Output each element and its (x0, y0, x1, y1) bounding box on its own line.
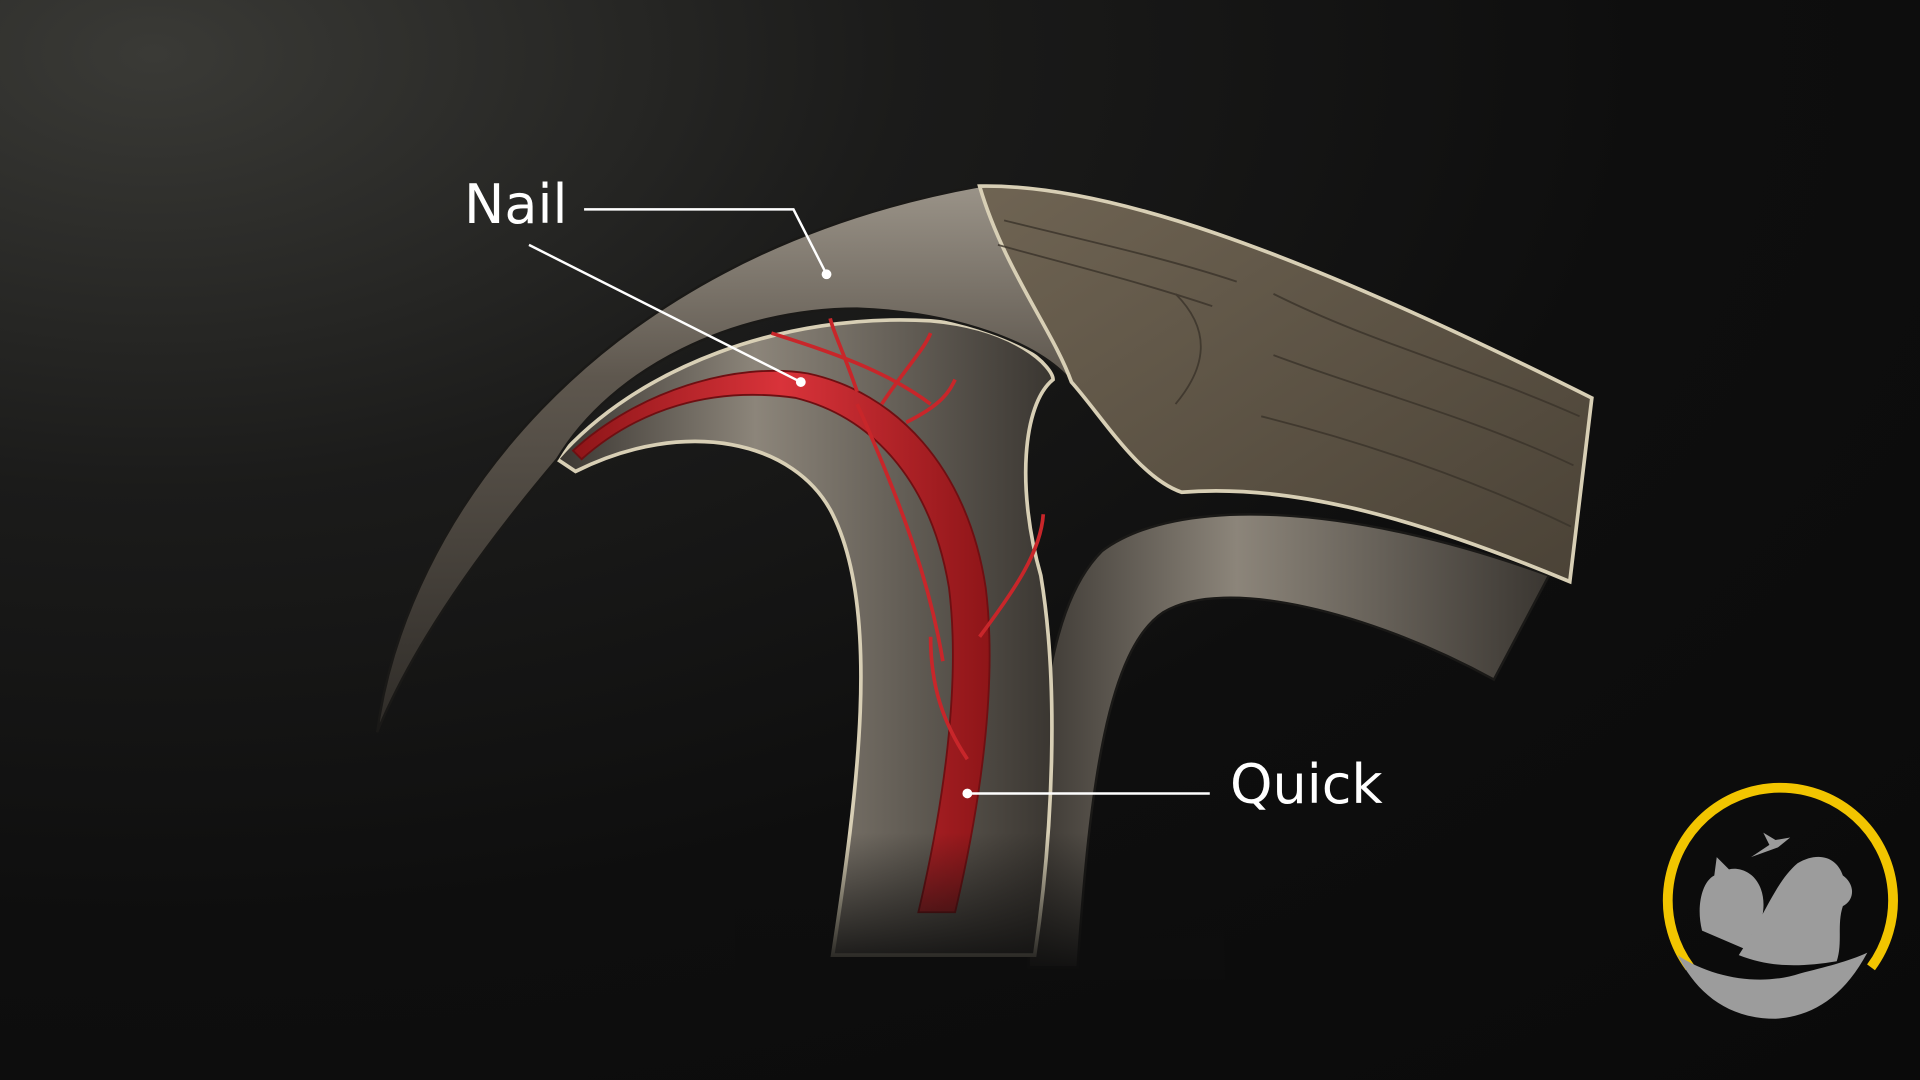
leader-lines (528, 208, 1210, 795)
logo-bird (1751, 832, 1791, 858)
tissue-texture (997, 219, 1580, 528)
nail-pointer-dot-2 (795, 377, 806, 387)
logo-dog (1738, 856, 1853, 966)
logo-ring (1662, 782, 1898, 971)
nail-shell (375, 184, 1074, 733)
nail-pointer-dot (821, 269, 832, 280)
adjacent-toe (1027, 513, 1551, 969)
quick-label: Quick (1230, 753, 1383, 816)
logo-cat (1699, 857, 1764, 949)
nail-leader-line (584, 208, 828, 275)
logo-hand (1677, 952, 1868, 1019)
nail-leader-line-2 (528, 243, 802, 384)
pet-care-logo (1662, 782, 1898, 1019)
fade-overlay (734, 832, 1225, 980)
nail-label: Nail (464, 173, 568, 236)
quick-pointer-dot (962, 788, 973, 799)
claw-base (977, 184, 1594, 585)
